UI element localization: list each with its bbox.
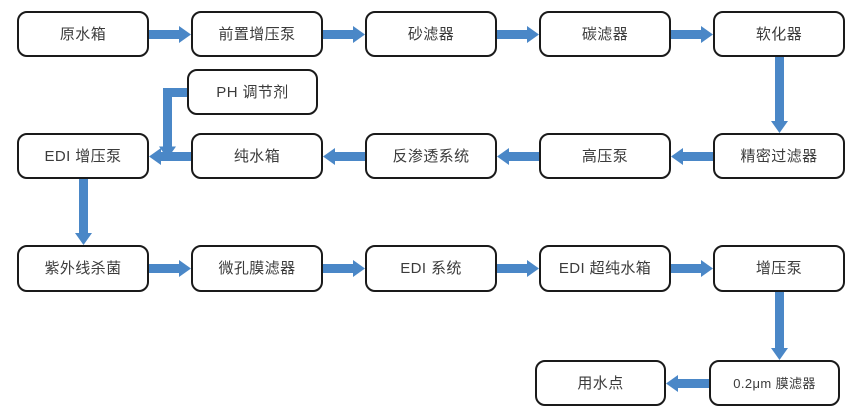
connector-edi-system__edi-ultrapure-tank bbox=[497, 259, 539, 278]
node-ph-adjuster[interactable]: PH 调节剂 bbox=[187, 69, 318, 115]
node-edi-ultrapure-tank[interactable]: EDI 超纯水箱 bbox=[539, 245, 671, 292]
node-high-pressure-pump[interactable]: 高压泵 bbox=[539, 133, 671, 179]
node-edi-system[interactable]: EDI 系统 bbox=[365, 245, 497, 292]
node-membrane-filter-02um[interactable]: 0.2μm 膜滤器 bbox=[709, 360, 840, 406]
connector-precision-filter__high-pressure-pump bbox=[671, 147, 713, 166]
connector-edi-ultrapure-tank__booster-pump bbox=[671, 259, 713, 278]
node-micropore-filter[interactable]: 微孔膜滤器 bbox=[191, 245, 323, 292]
node-pre-booster-pump[interactable]: 前置增压泵 bbox=[191, 11, 323, 57]
connector-booster-pump__membrane-filter-02um bbox=[770, 292, 789, 360]
node-ro-system[interactable]: 反渗透系统 bbox=[365, 133, 497, 179]
node-sand-filter[interactable]: 砂滤器 bbox=[365, 11, 497, 57]
connector-high-pressure-pump__ro-system bbox=[497, 147, 539, 166]
node-label: 原水箱 bbox=[59, 25, 107, 43]
connector-micropore-filter__edi-system bbox=[323, 259, 365, 278]
node-raw-water-tank[interactable]: 原水箱 bbox=[17, 11, 149, 57]
node-label: 微孔膜滤器 bbox=[218, 260, 296, 277]
node-edi-booster-pump[interactable]: EDI 增压泵 bbox=[17, 133, 149, 179]
connector-softener__precision-filter bbox=[770, 57, 789, 133]
node-label: 用水点 bbox=[577, 374, 624, 392]
node-label: 碳滤器 bbox=[581, 25, 629, 43]
node-label: 前置增压泵 bbox=[218, 25, 296, 43]
node-label: PH 调节剂 bbox=[216, 83, 289, 101]
node-softener[interactable]: 软化器 bbox=[713, 11, 845, 57]
connector-uv-sterilizer__micropore-filter bbox=[149, 259, 191, 278]
node-uv-sterilizer[interactable]: 紫外线杀菌 bbox=[17, 245, 149, 292]
connector-membrane-filter-02um__point-of-use bbox=[666, 374, 709, 393]
connector-ro-system__pure-water-tank bbox=[323, 147, 365, 166]
node-label: EDI 增压泵 bbox=[44, 147, 122, 165]
node-label: 0.2μm 膜滤器 bbox=[733, 375, 816, 391]
node-label: EDI 超纯水箱 bbox=[558, 260, 652, 277]
connector-ph-adjuster__pure-water-tank bbox=[158, 87, 187, 161]
node-label: 反渗透系统 bbox=[392, 147, 470, 165]
node-point-of-use[interactable]: 用水点 bbox=[535, 360, 666, 406]
node-label: 精密过滤器 bbox=[740, 147, 818, 165]
connector-edi-booster-pump__uv-sterilizer bbox=[74, 179, 93, 245]
node-label: 紫外线杀菌 bbox=[44, 260, 122, 277]
connector-sand-filter__carbon-filter bbox=[497, 25, 539, 44]
node-label: EDI 系统 bbox=[400, 260, 462, 277]
connector-raw-water-tank__pre-booster-pump bbox=[149, 25, 191, 44]
node-pure-water-tank[interactable]: 纯水箱 bbox=[191, 133, 323, 179]
connector-pre-booster-pump__sand-filter bbox=[323, 25, 365, 44]
node-label: 高压泵 bbox=[581, 147, 629, 165]
node-carbon-filter[interactable]: 碳滤器 bbox=[539, 11, 671, 57]
node-label: 软化器 bbox=[755, 25, 803, 43]
node-booster-pump[interactable]: 增压泵 bbox=[713, 245, 845, 292]
connector-pure-water-tank__edi-booster-pump bbox=[149, 147, 191, 166]
node-precision-filter[interactable]: 精密过滤器 bbox=[713, 133, 845, 179]
node-label: 纯水箱 bbox=[233, 147, 281, 165]
node-label: 砂滤器 bbox=[407, 25, 455, 43]
connector-carbon-filter__softener bbox=[671, 25, 713, 44]
node-label: 增压泵 bbox=[755, 260, 803, 277]
